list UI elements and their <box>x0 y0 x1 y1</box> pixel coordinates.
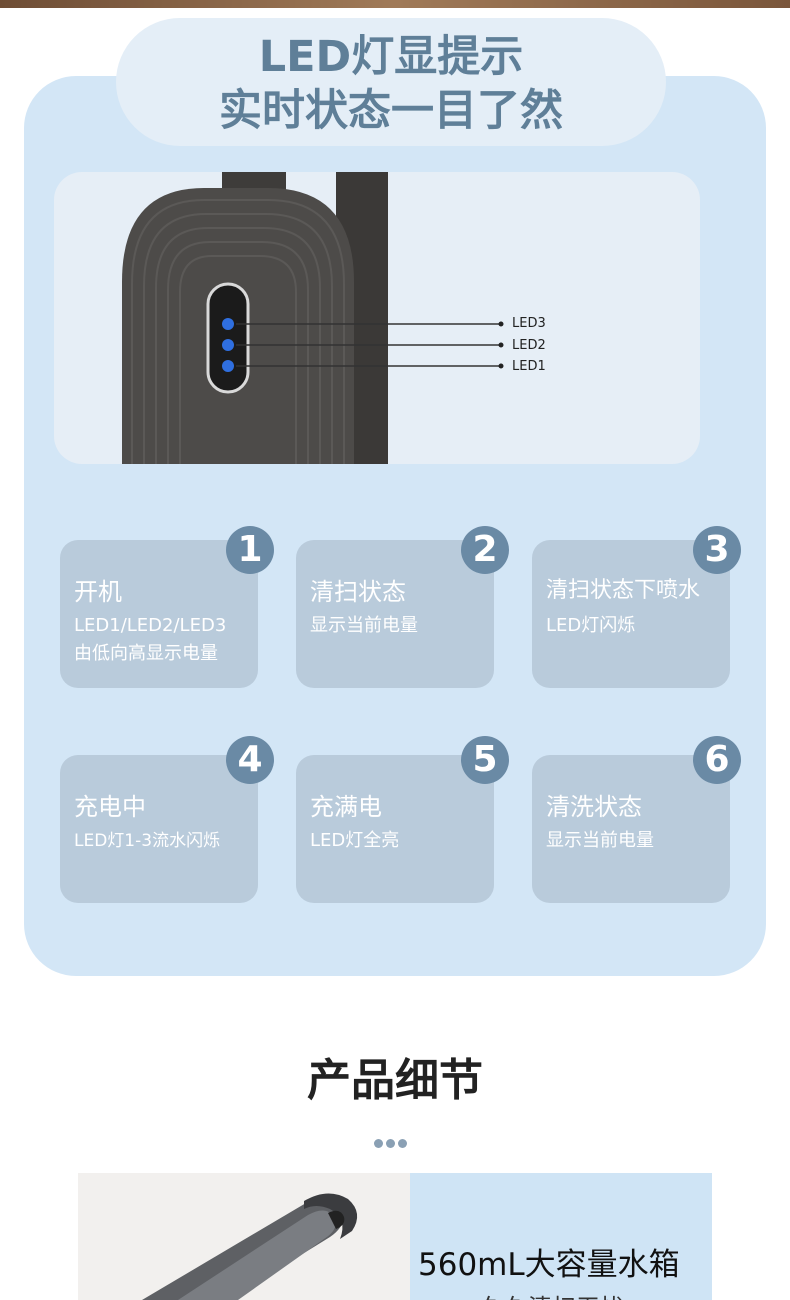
led2-light <box>222 339 234 351</box>
state-card-fully-charged: 充满电 LED灯全亮 <box>296 755 494 903</box>
state-desc: LED灯全亮 <box>310 830 400 851</box>
feature-title: 560mL大容量水箱 <box>418 1247 680 1283</box>
state-desc: LED灯闪烁 <box>546 615 636 636</box>
top-wood-strip <box>0 0 790 8</box>
state-number-badge: 4 <box>226 736 274 784</box>
water-tank-text-panel: 560mL大容量水箱 久久清扫无忧 <box>410 1173 712 1300</box>
state-title: 清扫状态下喷水 <box>546 578 701 603</box>
state-title: 清洗状态 <box>546 793 642 821</box>
led3-label: LED3 <box>512 316 546 331</box>
state-number-badge: 2 <box>461 526 509 574</box>
state-desc: 显示当前电量 <box>546 830 654 851</box>
title-line-1: LED灯显提示 <box>258 32 524 82</box>
state-desc: 显示当前电量 <box>310 615 418 636</box>
state-card-power-on: 开机 LED1/LED2/LED3 由低向高显示电量 <box>60 540 258 688</box>
device-illustration <box>122 172 504 464</box>
state-number-badge: 6 <box>693 736 741 784</box>
water-tank-illustration <box>142 1193 358 1300</box>
led1-light <box>222 360 234 372</box>
led2-label: LED2 <box>512 338 546 353</box>
state-card-sweeping: 清扫状态 显示当前电量 <box>296 540 494 688</box>
state-card-cleaning: 清洗状态 显示当前电量 <box>532 755 730 903</box>
state-desc: LED1/LED2/LED3 由低向高显示电量 <box>74 615 227 664</box>
title-banner: LED灯显提示 实时状态一目了然 <box>116 18 666 146</box>
water-tank-image <box>78 1173 410 1300</box>
state-number-badge: 5 <box>461 736 509 784</box>
state-title: 充电中 <box>74 793 146 821</box>
state-title: 清扫状态 <box>310 578 406 606</box>
led3-light <box>222 318 234 330</box>
state-number-badge: 1 <box>226 526 274 574</box>
divider-dots <box>374 1133 410 1152</box>
state-title: 开机 <box>74 578 122 606</box>
title-line-2: 实时状态一目了然 <box>219 86 563 136</box>
led1-label: LED1 <box>512 359 546 374</box>
section-title: 产品细节 <box>307 1055 483 1106</box>
feature-subtitle: 久久清扫无忧 <box>480 1288 624 1300</box>
led-leader-lines <box>236 323 500 367</box>
led-window <box>206 282 250 394</box>
state-card-charging: 充电中 LED灯1-3流水闪烁 <box>60 755 258 903</box>
device-photo-card: LED3 LED2 LED1 <box>54 172 700 464</box>
state-desc: LED灯1-3流水闪烁 <box>74 831 221 851</box>
state-title: 充满电 <box>310 793 382 821</box>
device-ridges <box>131 199 345 464</box>
state-number-badge: 3 <box>693 526 741 574</box>
